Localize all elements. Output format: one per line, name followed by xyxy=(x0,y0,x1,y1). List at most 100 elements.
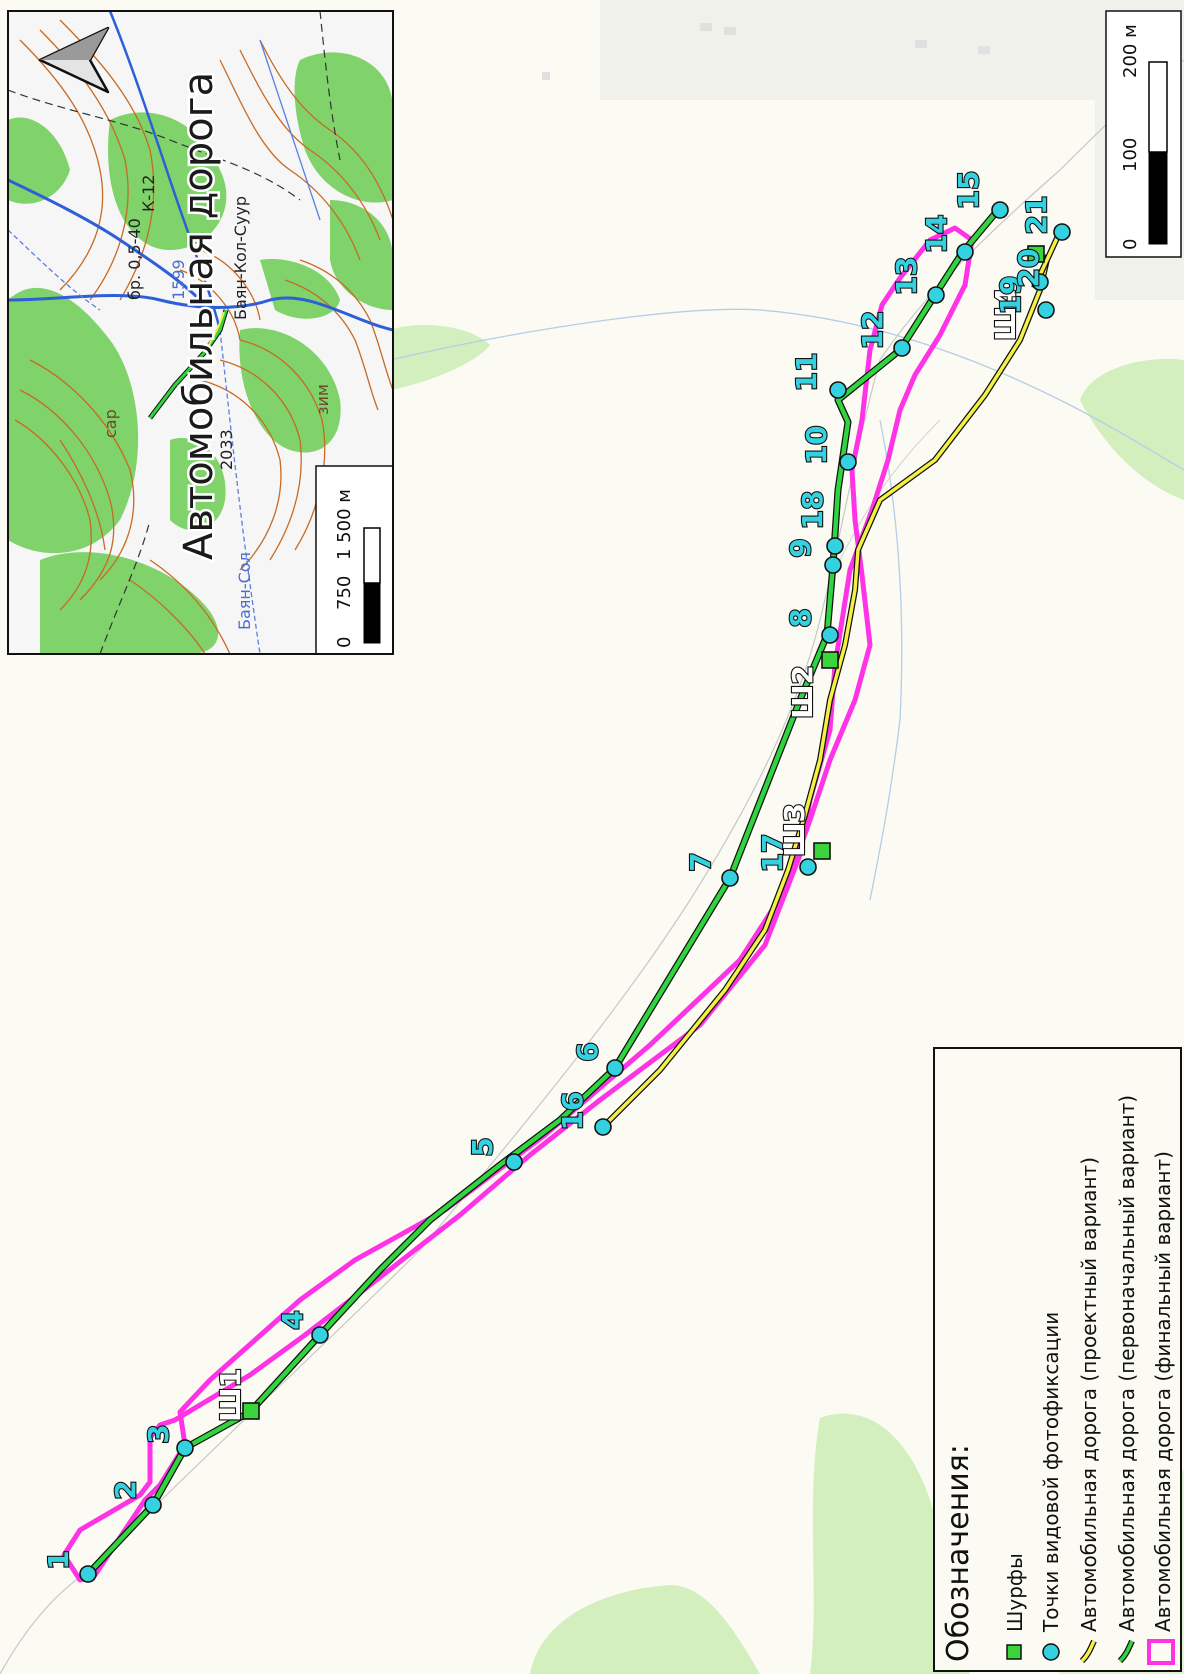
photo-point-marker xyxy=(1037,301,1055,319)
inset-scalebar-white xyxy=(363,527,381,584)
photo-point-label: 2 xyxy=(109,1480,142,1499)
cyan-circle-icon xyxy=(1042,1643,1060,1661)
photo-point-label: 9 xyxy=(784,538,817,557)
pit-label: Ш4 xyxy=(989,287,1022,341)
legend-item-road-project: Автомобильная дорога (проектный вариант) xyxy=(1077,1157,1101,1632)
photo-point-label: 21 xyxy=(1020,196,1053,235)
inset-label: зим xyxy=(313,384,332,415)
photo-point-marker xyxy=(144,1496,162,1514)
photo-point-marker xyxy=(505,1153,523,1171)
photo-point-label: 13 xyxy=(890,257,923,296)
photo-point-marker xyxy=(839,453,857,471)
photo-point-marker xyxy=(1053,223,1071,241)
photo-point-marker xyxy=(1031,273,1049,291)
photo-point-label: 1 xyxy=(42,1550,75,1569)
inset-contours xyxy=(14,19,393,654)
inset-map: Автомобильная дорога бр. 0,5-40 К-12 159… xyxy=(7,10,394,655)
inset-label: 1599 xyxy=(169,259,188,300)
inset-scalebar-label: 0 xyxy=(334,637,355,648)
scalebar-label: 200 м xyxy=(1120,24,1141,78)
photo-point-label: 10 xyxy=(800,426,833,465)
meadow-area xyxy=(810,1413,970,1674)
photo-point-label: 3 xyxy=(142,1424,175,1443)
photo-point-label: 6 xyxy=(571,1042,604,1061)
meadow-area xyxy=(1080,359,1184,500)
photo-point-marker xyxy=(956,243,974,261)
inset-scalebar-label: 750 xyxy=(334,576,355,610)
photo-point-marker xyxy=(721,869,739,887)
photo-point-marker xyxy=(821,626,839,644)
inset-tracks xyxy=(8,11,341,654)
inset-label: Баян-Кол-Суур xyxy=(231,196,250,320)
stream xyxy=(389,308,1184,471)
scalebar-black xyxy=(1148,151,1168,245)
stream xyxy=(869,419,903,901)
meadow-area xyxy=(390,325,490,390)
inset-north-arrow xyxy=(38,26,110,94)
legend-item-pits: Шурфы xyxy=(1003,1553,1027,1632)
inset-scalebar-label: 1 500 м xyxy=(334,489,355,560)
photo-point-label: 18 xyxy=(796,491,829,530)
pit-label: Ш2 xyxy=(786,665,819,719)
photo-point-label: 11 xyxy=(790,353,823,392)
road-final-outline xyxy=(61,225,975,1583)
photo-point-marker xyxy=(991,201,1009,219)
legend-item-road-initial: Автомобильная дорога (первоначальный вар… xyxy=(1115,1095,1139,1632)
photo-point-marker xyxy=(927,286,945,304)
track xyxy=(839,419,941,561)
scalebar-white xyxy=(1148,61,1168,153)
photo-point-label: 12 xyxy=(856,311,889,350)
photo-point-label: 7 xyxy=(684,852,717,871)
photo-point-marker xyxy=(79,1565,97,1583)
inset-title: Автомобильная дорога xyxy=(176,72,222,560)
photo-point-label: 8 xyxy=(784,608,817,627)
photo-point-label: 14 xyxy=(920,215,953,254)
meadow-area xyxy=(530,1585,760,1674)
pit-marker xyxy=(242,1402,260,1420)
inset-label: К-12 xyxy=(139,175,158,213)
scalebar-label: 100 xyxy=(1120,138,1141,172)
photo-point-label: 20 xyxy=(1012,249,1045,288)
photo-point-label: 16 xyxy=(556,1092,589,1131)
inset-scalebar-black xyxy=(363,582,381,644)
inset-label: сар xyxy=(101,409,120,438)
inset-label: 2033 xyxy=(217,429,236,470)
photo-point-label: 15 xyxy=(952,171,985,210)
scalebar-label: 0 xyxy=(1120,239,1141,250)
photo-point-marker xyxy=(799,858,817,876)
photo-point-marker xyxy=(311,1326,329,1344)
photo-point-marker xyxy=(176,1439,194,1457)
inset-label: Баян-Сол xyxy=(235,552,254,630)
green-square-icon xyxy=(1006,1644,1022,1660)
legend-title: Обозначения: xyxy=(941,1444,976,1662)
pit-label: Ш1 xyxy=(214,1368,247,1422)
photo-point-marker xyxy=(829,381,847,399)
photo-point-label: 5 xyxy=(466,1137,499,1156)
magenta-outline-icon xyxy=(1147,1639,1175,1665)
photo-point-marker xyxy=(606,1059,624,1077)
pit-marker xyxy=(813,842,831,860)
photo-point-marker xyxy=(594,1118,612,1136)
inset-label: бр. 0,5-40 xyxy=(125,218,144,300)
pit-marker xyxy=(1027,245,1045,263)
inset-road xyxy=(204,311,225,353)
road-project xyxy=(601,254,1050,1129)
legend: Обозначения: Шурфы Точки видовой фотофик… xyxy=(933,1047,1182,1672)
inset-rivers xyxy=(8,11,393,654)
photo-point-marker xyxy=(826,537,844,555)
legend-item-photo-points: Точки видовой фотофиксации xyxy=(1039,1312,1063,1633)
photo-point-label: 17 xyxy=(756,834,789,873)
photo-point-label: 4 xyxy=(276,1310,309,1329)
pit-marker xyxy=(821,651,839,669)
scalebar: 0 100 200 м xyxy=(1105,10,1182,258)
legend-item-road-final: Автомобильная дорога (финальный вариант) xyxy=(1151,1151,1175,1632)
pit-label: Ш3 xyxy=(778,803,811,857)
photo-point-marker xyxy=(824,556,842,574)
photo-point-marker xyxy=(893,339,911,357)
photo-point-label: 19 xyxy=(994,276,1027,315)
